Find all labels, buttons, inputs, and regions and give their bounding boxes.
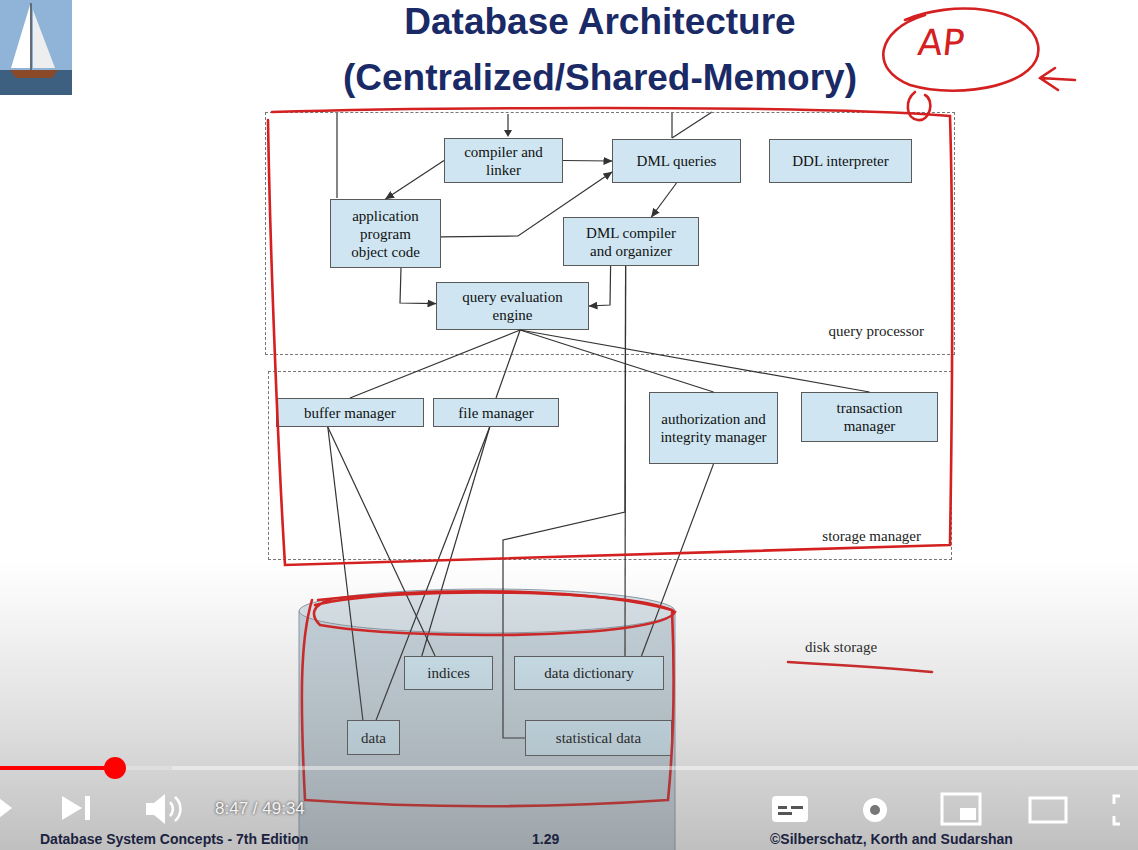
fullscreen-icon: [1114, 796, 1120, 824]
process-box: compiler and linker: [444, 138, 563, 183]
process-box: DDL interpreter: [769, 139, 912, 183]
settings-icon: [863, 798, 887, 822]
box-text: DML queries: [637, 152, 717, 170]
connector: [563, 160, 612, 162]
process-box: buffer manager: [276, 398, 424, 427]
player-shade: [0, 560, 1138, 850]
box-text: application program object code: [341, 207, 430, 261]
logo-hull: [10, 70, 58, 78]
miniplayer-icon: [960, 808, 976, 820]
highlight-circle: [883, 9, 1038, 91]
input-line: [507, 114, 508, 131]
logo-water: [0, 70, 72, 95]
band-label: storage manager: [822, 528, 921, 545]
process-box: transaction manager: [801, 392, 938, 442]
captions-icon: [778, 806, 787, 809]
logo-sky: [0, 0, 72, 95]
connector: [441, 172, 612, 237]
dashed-band: storage manager buffer manager file manage…: [268, 371, 952, 560]
connector: [496, 330, 520, 398]
process-box: DML compiler and organizer: [563, 217, 699, 266]
settings-icon: [870, 805, 880, 815]
page-number: 1.29: [532, 831, 559, 847]
input-line: [672, 112, 712, 138]
connector: [400, 268, 436, 304]
handwritten-note: AP: [916, 22, 967, 63]
next-icon: [85, 796, 90, 820]
box-text: query evaluation engine: [451, 288, 574, 324]
captions-icon: [791, 806, 803, 809]
input-line: [671, 112, 672, 138]
volume-icon: [146, 794, 165, 824]
next-icon: [62, 796, 82, 820]
highlight-loop: [908, 92, 931, 120]
progress-buffer: [0, 766, 172, 770]
box-text: compiler and linker: [453, 143, 554, 179]
highlight-outline: [268, 108, 952, 565]
logo-sail: [33, 10, 55, 68]
play-icon: [0, 795, 12, 821]
box-text: authorization and integrity manager: [660, 410, 767, 446]
dashed-band: query processor compiler and linker DML qu…: [265, 112, 955, 355]
band-label: query processor: [829, 323, 924, 340]
captions-icon: [772, 796, 808, 822]
logo-mast: [30, 3, 32, 70]
miniplayer-icon: [942, 794, 980, 824]
connector: [651, 183, 676, 217]
slide-title: Database Architecture (Centralized/Share…: [280, 0, 920, 106]
footer-text: ©Silberschatz, Korth and Sudarshan: [770, 831, 1013, 847]
process-box: query evaluation engine: [436, 282, 589, 330]
progress-played: [0, 766, 115, 770]
input-line: [336, 112, 337, 198]
progress-handle: [104, 757, 126, 779]
progress-track: [0, 766, 1138, 770]
volume-icon: [170, 797, 180, 821]
connector: [520, 330, 713, 392]
theater-icon: [1030, 798, 1066, 822]
captions-icon: [778, 812, 792, 815]
video-time: 8:47 / 49:34: [215, 799, 305, 819]
footer-text: Database System Concepts - 7th Edition: [40, 831, 308, 847]
box-text: DDL interpreter: [792, 152, 888, 170]
box-text: transaction manager: [822, 399, 917, 435]
box-text: file manager: [458, 404, 533, 422]
process-box: application program object code: [330, 199, 441, 268]
connector: [386, 161, 445, 200]
hand-arrow: [1040, 68, 1075, 90]
process-box: file manager: [433, 398, 559, 427]
connector: [350, 330, 520, 398]
process-box: DML queries: [612, 139, 741, 183]
process-box: authorization and integrity manager: [649, 392, 778, 464]
box-text: buffer manager: [304, 404, 396, 422]
connector: [520, 330, 869, 392]
connector: [589, 266, 611, 306]
logo-sail: [11, 5, 30, 68]
box-text: DML compiler and organizer: [580, 224, 682, 260]
input-arrowhead: [504, 130, 512, 137]
